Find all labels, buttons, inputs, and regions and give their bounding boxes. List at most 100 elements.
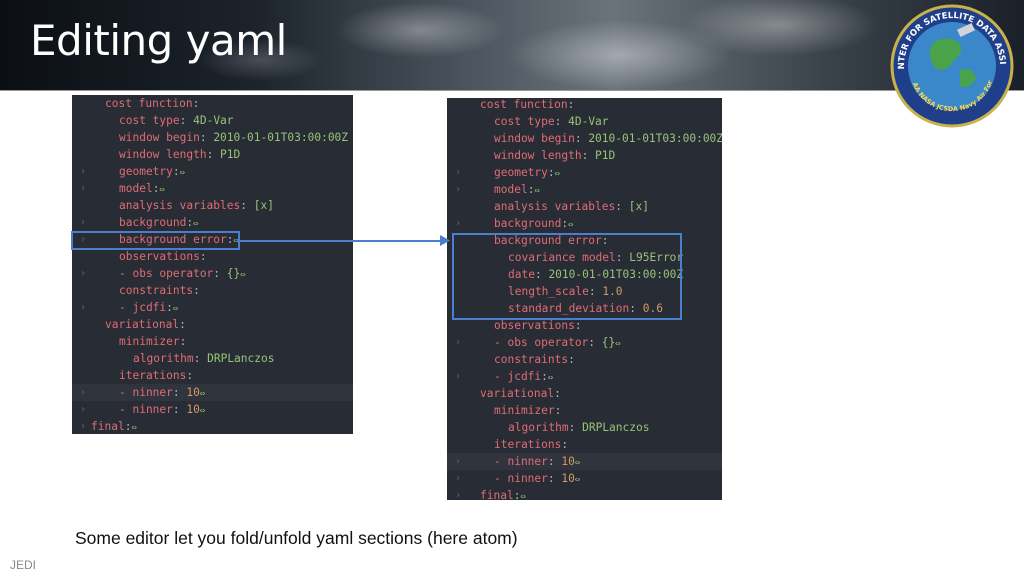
folded-ellipsis-icon[interactable]: ⇔ (547, 373, 554, 383)
code-line[interactable]: ›final:⇔ (447, 487, 722, 500)
yaml-key: - jcdfi (119, 301, 167, 314)
folded-ellipsis-icon[interactable]: ⇔ (199, 406, 206, 416)
fold-chevron-icon[interactable]: › (455, 473, 462, 484)
code-line[interactable]: cost type: 4D-Var (119, 114, 234, 127)
code-line[interactable]: cost type: 4D-Var (494, 115, 609, 128)
arrow-shaft (240, 240, 442, 242)
code-line[interactable]: background error: (494, 234, 609, 247)
code-line[interactable]: analysis variables: [x] (494, 200, 649, 213)
editor-unfolded[interactable]: cost function: cost type: 4D-Var window be… (447, 98, 722, 500)
code-line[interactable]: observations: (494, 319, 582, 332)
folded-ellipsis-icon[interactable]: ⇔ (534, 186, 540, 196)
folded-ellipsis-icon[interactable]: ⇔ (131, 423, 137, 433)
code-line[interactable]: ›- ninner: 10⇔ (80, 403, 206, 416)
fold-chevron-icon[interactable]: › (455, 184, 462, 195)
code-line[interactable]: variational: (480, 387, 561, 400)
yaml-key: minimizer (494, 404, 555, 417)
folded-ellipsis-icon[interactable]: ⇔ (568, 220, 574, 230)
folded-ellipsis-icon[interactable]: ⇔ (193, 219, 199, 229)
code-line[interactable]: ›model:⇔ (455, 183, 540, 196)
folded-ellipsis-icon[interactable]: ⇔ (574, 458, 581, 468)
folded-ellipsis-icon[interactable]: ⇔ (240, 270, 246, 280)
code-line[interactable]: minimizer: (494, 404, 562, 417)
fold-chevron-icon[interactable]: › (80, 217, 87, 228)
code-line[interactable]: ›- ninner: 10⇔ (455, 472, 581, 485)
folded-ellipsis-icon[interactable]: ⇔ (554, 169, 561, 179)
yaml-key: background (494, 217, 562, 230)
fold-chevron-icon[interactable]: › (455, 167, 462, 178)
code-line[interactable]: ›background error:⇔ (80, 233, 239, 246)
yaml-key: date (508, 268, 535, 281)
fold-chevron-icon[interactable]: › (80, 166, 87, 177)
fold-chevron-icon[interactable]: › (455, 337, 462, 348)
folded-ellipsis-icon[interactable]: ⇔ (233, 236, 239, 246)
code-line[interactable]: ›background:⇔ (455, 217, 574, 230)
code-line[interactable]: iterations: (119, 369, 194, 382)
code-line[interactable]: ›- ninner: 10⇔ (447, 453, 722, 470)
fold-chevron-icon[interactable]: › (455, 490, 462, 500)
yaml-value: P1D (213, 148, 241, 161)
folded-ellipsis-icon[interactable]: ⇔ (574, 475, 581, 485)
yaml-value: 2010-01-01T03:00:00Z (581, 132, 722, 145)
code-line[interactable]: observations: (119, 250, 207, 263)
code-line[interactable]: constraints: (494, 353, 575, 366)
fold-chevron-icon[interactable]: › (455, 456, 462, 467)
yaml-key: geometry (494, 166, 548, 179)
fold-chevron-icon[interactable]: › (80, 387, 87, 398)
editor-folded[interactable]: cost function: cost type: 4D-Var window be… (72, 95, 353, 434)
jcsda-logo: JOINT CENTER FOR SATELLITE DATA ASSIMILA… (888, 4, 1014, 128)
code-line[interactable]: algorithm: DRPLanczos (133, 352, 275, 365)
fold-chevron-icon[interactable]: › (80, 302, 87, 313)
yaml-key: iterations (494, 438, 562, 451)
fold-chevron-icon[interactable]: › (455, 371, 462, 382)
code-line[interactable]: window begin: 2010-01-01T03:00:00Z (494, 132, 722, 145)
code-line[interactable]: standard_deviation: 0.6 (508, 302, 663, 315)
fold-chevron-icon[interactable]: › (80, 404, 87, 415)
code-line[interactable]: ›final:⇔ (80, 420, 137, 433)
code-line[interactable]: ›background:⇔ (80, 216, 199, 229)
code-line[interactable]: analysis variables: [x] (119, 199, 274, 212)
folded-ellipsis-icon[interactable]: ⇔ (172, 304, 179, 314)
fold-chevron-icon[interactable]: › (455, 218, 462, 229)
code-line[interactable]: ›- jcdfi:⇔ (80, 301, 179, 314)
code-line[interactable]: ›geometry:⇔ (455, 166, 561, 179)
yaml-key: - ninner (494, 472, 548, 485)
code-line[interactable]: ›geometry:⇔ (80, 165, 186, 178)
code-line[interactable]: window length: P1D (494, 149, 616, 162)
code-line[interactable]: date: 2010-01-01T03:00:00Z (508, 268, 684, 281)
fold-chevron-icon[interactable]: › (80, 421, 87, 432)
slide-footer: JEDI (10, 558, 37, 572)
code-line[interactable]: iterations: (494, 438, 569, 451)
code-line[interactable]: length_scale: 1.0 (508, 285, 623, 298)
code-line[interactable]: variational: (105, 318, 186, 331)
yaml-key: background error (494, 234, 602, 247)
fold-chevron-icon[interactable]: › (80, 268, 87, 279)
code-line[interactable]: ›- obs operator: {}⇔ (455, 336, 621, 349)
code-line[interactable]: cost function: (480, 98, 575, 111)
code-line[interactable]: minimizer: (119, 335, 187, 348)
code-line[interactable]: ›- jcdfi:⇔ (455, 370, 554, 383)
folded-ellipsis-icon[interactable]: ⇔ (199, 389, 206, 399)
code-line[interactable]: covariance model: L95Error (508, 251, 684, 264)
code-line[interactable]: window length: P1D (119, 148, 241, 161)
code-line[interactable]: algorithm: DRPLanczos (508, 421, 650, 434)
code-line[interactable]: window begin: 2010-01-01T03:00:00Z (119, 131, 349, 144)
code-line[interactable]: ›model:⇔ (80, 182, 165, 195)
code-line[interactable]: constraints: (119, 284, 200, 297)
yaml-key: minimizer (119, 335, 180, 348)
code-line[interactable]: ›- obs operator: {}⇔ (80, 267, 246, 280)
yaml-key: observations (494, 319, 575, 332)
title-banner: Editing yaml (0, 0, 1024, 91)
yaml-key: observations (119, 250, 200, 263)
folded-ellipsis-icon[interactable]: ⇔ (615, 339, 621, 349)
code-line[interactable]: ›- ninner: 10⇔ (72, 384, 353, 401)
code-line[interactable]: cost function: (105, 97, 200, 110)
yaml-value: {} (595, 336, 616, 349)
folded-ellipsis-icon[interactable]: ⇔ (159, 185, 165, 195)
folded-ellipsis-icon[interactable]: ⇔ (520, 492, 526, 500)
yaml-key: constraints (119, 284, 194, 297)
yaml-value: 2010-01-01T03:00:00Z (541, 268, 684, 281)
fold-chevron-icon[interactable]: › (80, 183, 87, 194)
fold-chevron-icon[interactable]: › (80, 234, 87, 245)
folded-ellipsis-icon[interactable]: ⇔ (179, 168, 186, 178)
